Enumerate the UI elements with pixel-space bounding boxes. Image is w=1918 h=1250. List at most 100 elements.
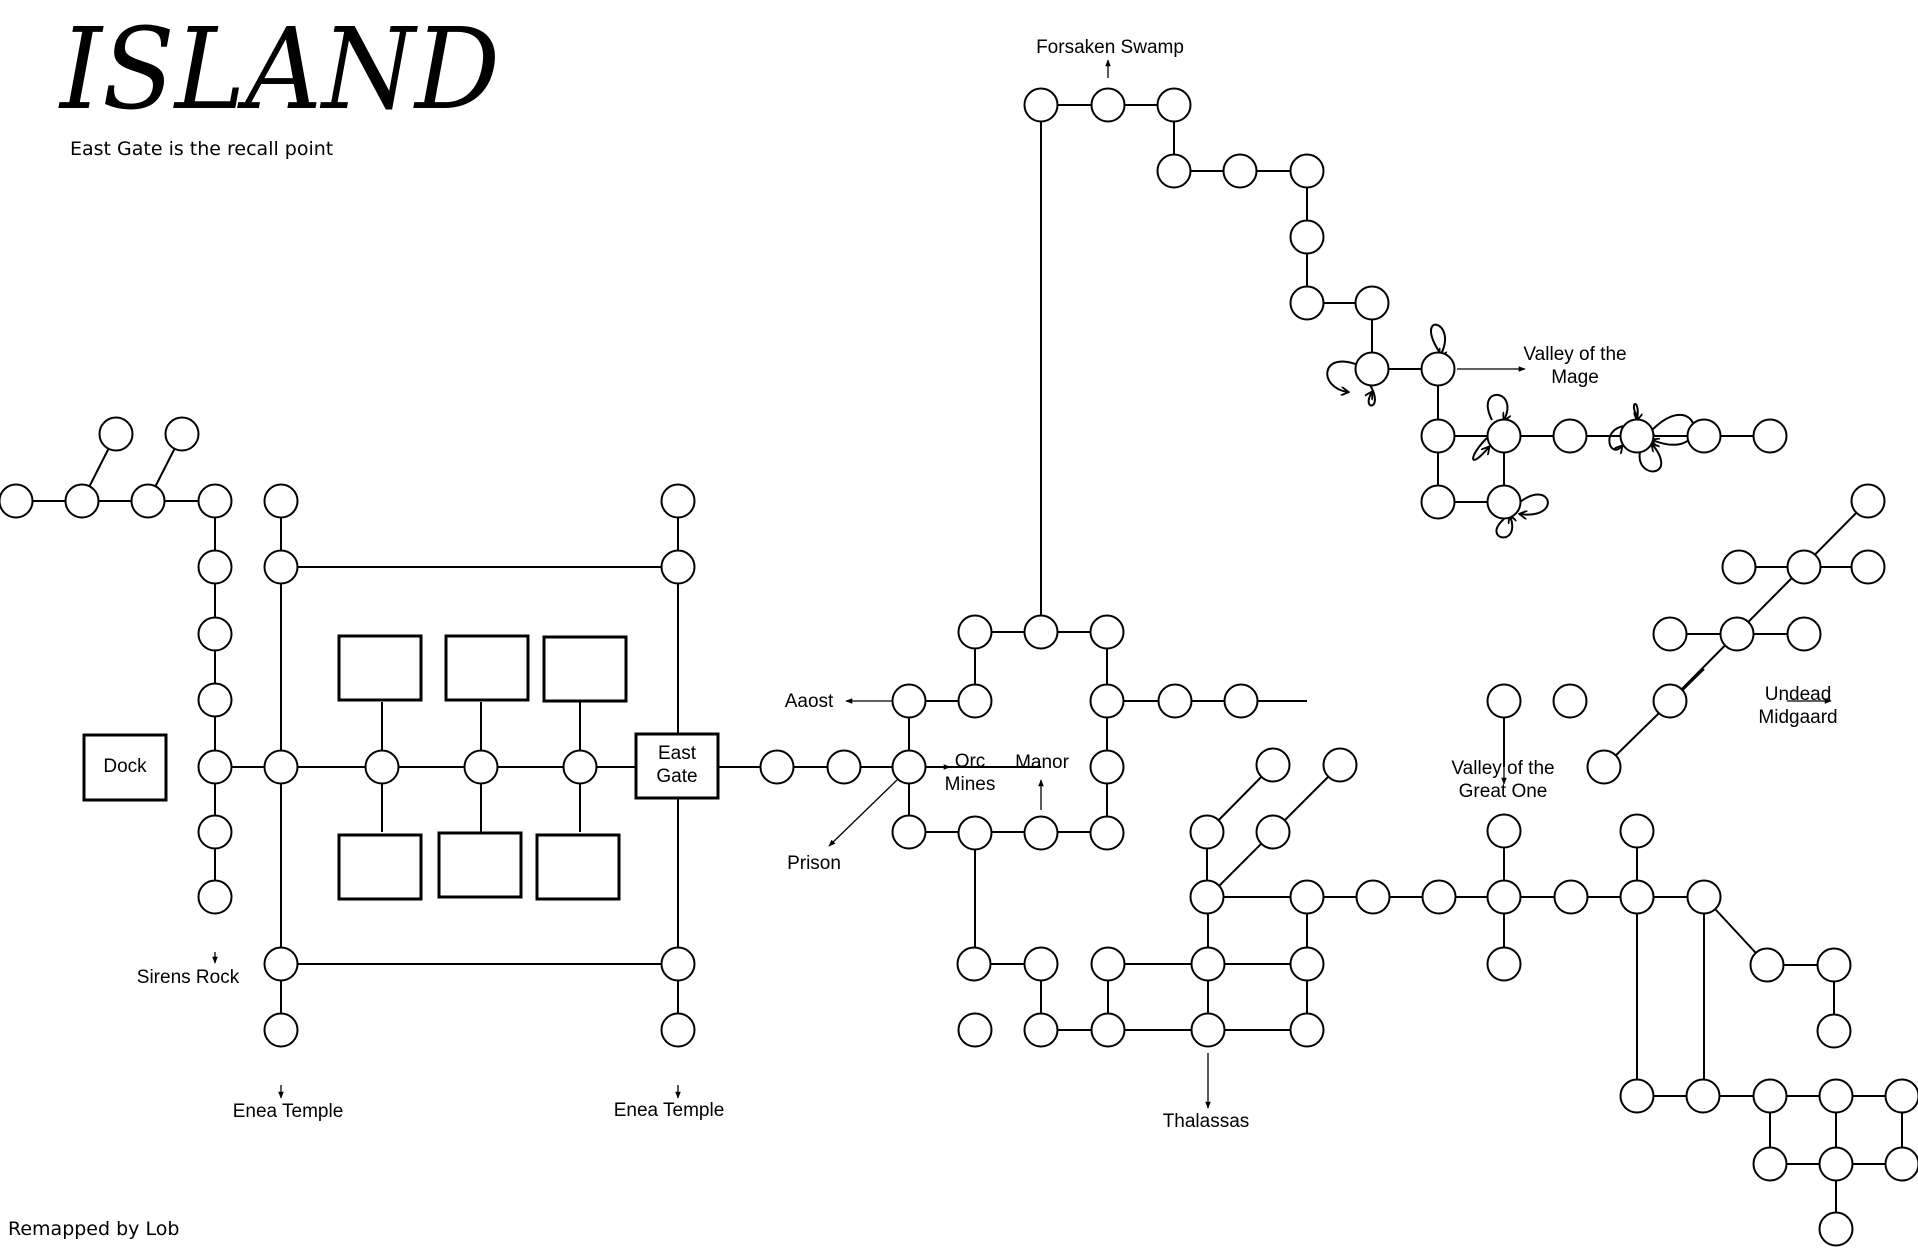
room-node-53[interactable] <box>1552 418 1588 454</box>
room-node-17[interactable] <box>364 749 400 785</box>
room-node-74[interactable] <box>1090 946 1126 982</box>
room-node-97[interactable] <box>1816 1013 1852 1049</box>
room-node-26[interactable] <box>891 749 927 785</box>
room-node-90[interactable] <box>1486 946 1522 982</box>
room-node-62[interactable] <box>1850 483 1886 519</box>
room-node-63[interactable] <box>1786 549 1822 585</box>
room-node-6[interactable] <box>197 549 233 585</box>
room-node-56[interactable] <box>1752 418 1788 454</box>
room-node-39[interactable] <box>1090 87 1126 123</box>
room-node-38[interactable] <box>1023 87 1059 123</box>
room-node-35[interactable] <box>1089 749 1125 785</box>
room-node-19[interactable] <box>562 749 598 785</box>
room-node-65[interactable] <box>1721 549 1757 585</box>
room-node-100[interactable] <box>1752 1078 1788 1114</box>
room-node-72[interactable] <box>1023 1012 1059 1048</box>
room-node-88[interactable] <box>1486 879 1522 915</box>
room-node-86[interactable] <box>1355 879 1391 915</box>
room-node-64[interactable] <box>1850 549 1886 585</box>
room-node-47[interactable] <box>1354 351 1390 387</box>
room-node-75[interactable] <box>1090 1012 1126 1048</box>
room-node-95[interactable] <box>1749 947 1785 983</box>
room-node-9[interactable] <box>197 749 233 785</box>
room-node-87[interactable] <box>1421 879 1457 915</box>
room-node-1[interactable] <box>64 483 100 519</box>
room-node-15[interactable] <box>263 946 299 982</box>
room-node-103[interactable] <box>1752 1146 1788 1182</box>
building-6[interactable] <box>535 833 621 901</box>
building-5[interactable] <box>437 831 523 899</box>
room-node-13[interactable] <box>263 549 299 585</box>
room-node-82[interactable] <box>1255 814 1291 850</box>
room-node-58[interactable] <box>1223 683 1259 719</box>
room-node-89[interactable] <box>1486 813 1522 849</box>
building-0[interactable] <box>82 733 168 802</box>
room-node-44[interactable] <box>1289 219 1325 255</box>
room-node-5[interactable] <box>164 416 200 452</box>
room-node-46[interactable] <box>1354 285 1390 321</box>
room-node-41[interactable] <box>1156 153 1192 189</box>
room-node-16[interactable] <box>263 1012 299 1048</box>
room-node-29[interactable] <box>957 683 993 719</box>
room-node-3[interactable] <box>197 483 233 519</box>
building-3[interactable] <box>542 635 628 703</box>
room-node-77[interactable] <box>1190 1012 1226 1048</box>
room-node-79[interactable] <box>1289 1012 1325 1048</box>
room-node-30[interactable] <box>957 614 993 650</box>
room-node-48[interactable] <box>1420 351 1456 387</box>
room-node-96[interactable] <box>1816 947 1852 983</box>
room-node-66[interactable] <box>1652 616 1688 652</box>
room-node-24[interactable] <box>759 749 795 785</box>
room-node-98[interactable] <box>1619 1078 1655 1114</box>
room-node-20[interactable] <box>660 483 696 519</box>
room-node-70[interactable] <box>956 946 992 982</box>
room-node-23[interactable] <box>660 1012 696 1048</box>
room-node-73[interactable] <box>957 1012 993 1048</box>
room-node-45[interactable] <box>1289 285 1325 321</box>
room-node-40[interactable] <box>1156 87 1192 123</box>
building-1[interactable] <box>337 634 423 702</box>
room-node-57[interactable] <box>1157 683 1193 719</box>
room-node-37[interactable] <box>1023 815 1059 851</box>
room-node-2[interactable] <box>130 483 166 519</box>
room-node-105[interactable] <box>1884 1146 1918 1182</box>
room-node-84[interactable] <box>1322 747 1358 783</box>
room-node-42[interactable] <box>1222 153 1258 189</box>
room-node-69[interactable] <box>1586 749 1622 785</box>
room-node-52[interactable] <box>1486 484 1522 520</box>
room-node-27[interactable] <box>891 814 927 850</box>
room-node-99[interactable] <box>1685 1078 1721 1114</box>
room-node-81[interactable] <box>1189 814 1225 850</box>
room-node-22[interactable] <box>660 946 696 982</box>
room-node-32[interactable] <box>1023 614 1059 650</box>
building-2[interactable] <box>444 634 530 702</box>
room-node-43[interactable] <box>1289 153 1325 189</box>
room-node-31[interactable] <box>957 815 993 851</box>
room-node-18[interactable] <box>463 749 499 785</box>
room-node-25[interactable] <box>826 749 862 785</box>
room-node-54[interactable] <box>1619 418 1655 454</box>
room-node-4[interactable] <box>98 416 134 452</box>
room-node-34[interactable] <box>1089 683 1125 719</box>
room-node-94[interactable] <box>1619 813 1655 849</box>
room-node-93[interactable] <box>1686 879 1722 915</box>
room-node-101[interactable] <box>1818 1078 1854 1114</box>
room-node-76[interactable] <box>1190 946 1226 982</box>
room-node-71[interactable] <box>1023 946 1059 982</box>
room-node-11[interactable] <box>197 879 233 915</box>
room-node-92[interactable] <box>1619 879 1655 915</box>
room-node-51[interactable] <box>1486 418 1522 454</box>
room-node-50[interactable] <box>1420 484 1456 520</box>
room-node-10[interactable] <box>197 814 233 850</box>
room-node-59[interactable] <box>1486 683 1522 719</box>
room-node-12[interactable] <box>263 483 299 519</box>
room-node-80[interactable] <box>1189 879 1225 915</box>
room-node-104[interactable] <box>1818 1146 1854 1182</box>
room-node-61[interactable] <box>1652 683 1688 719</box>
room-node-85[interactable] <box>1289 879 1325 915</box>
room-node-21[interactable] <box>660 549 696 585</box>
room-node-67[interactable] <box>1719 616 1755 652</box>
room-node-14[interactable] <box>263 749 299 785</box>
room-node-91[interactable] <box>1553 879 1589 915</box>
room-node-49[interactable] <box>1420 418 1456 454</box>
